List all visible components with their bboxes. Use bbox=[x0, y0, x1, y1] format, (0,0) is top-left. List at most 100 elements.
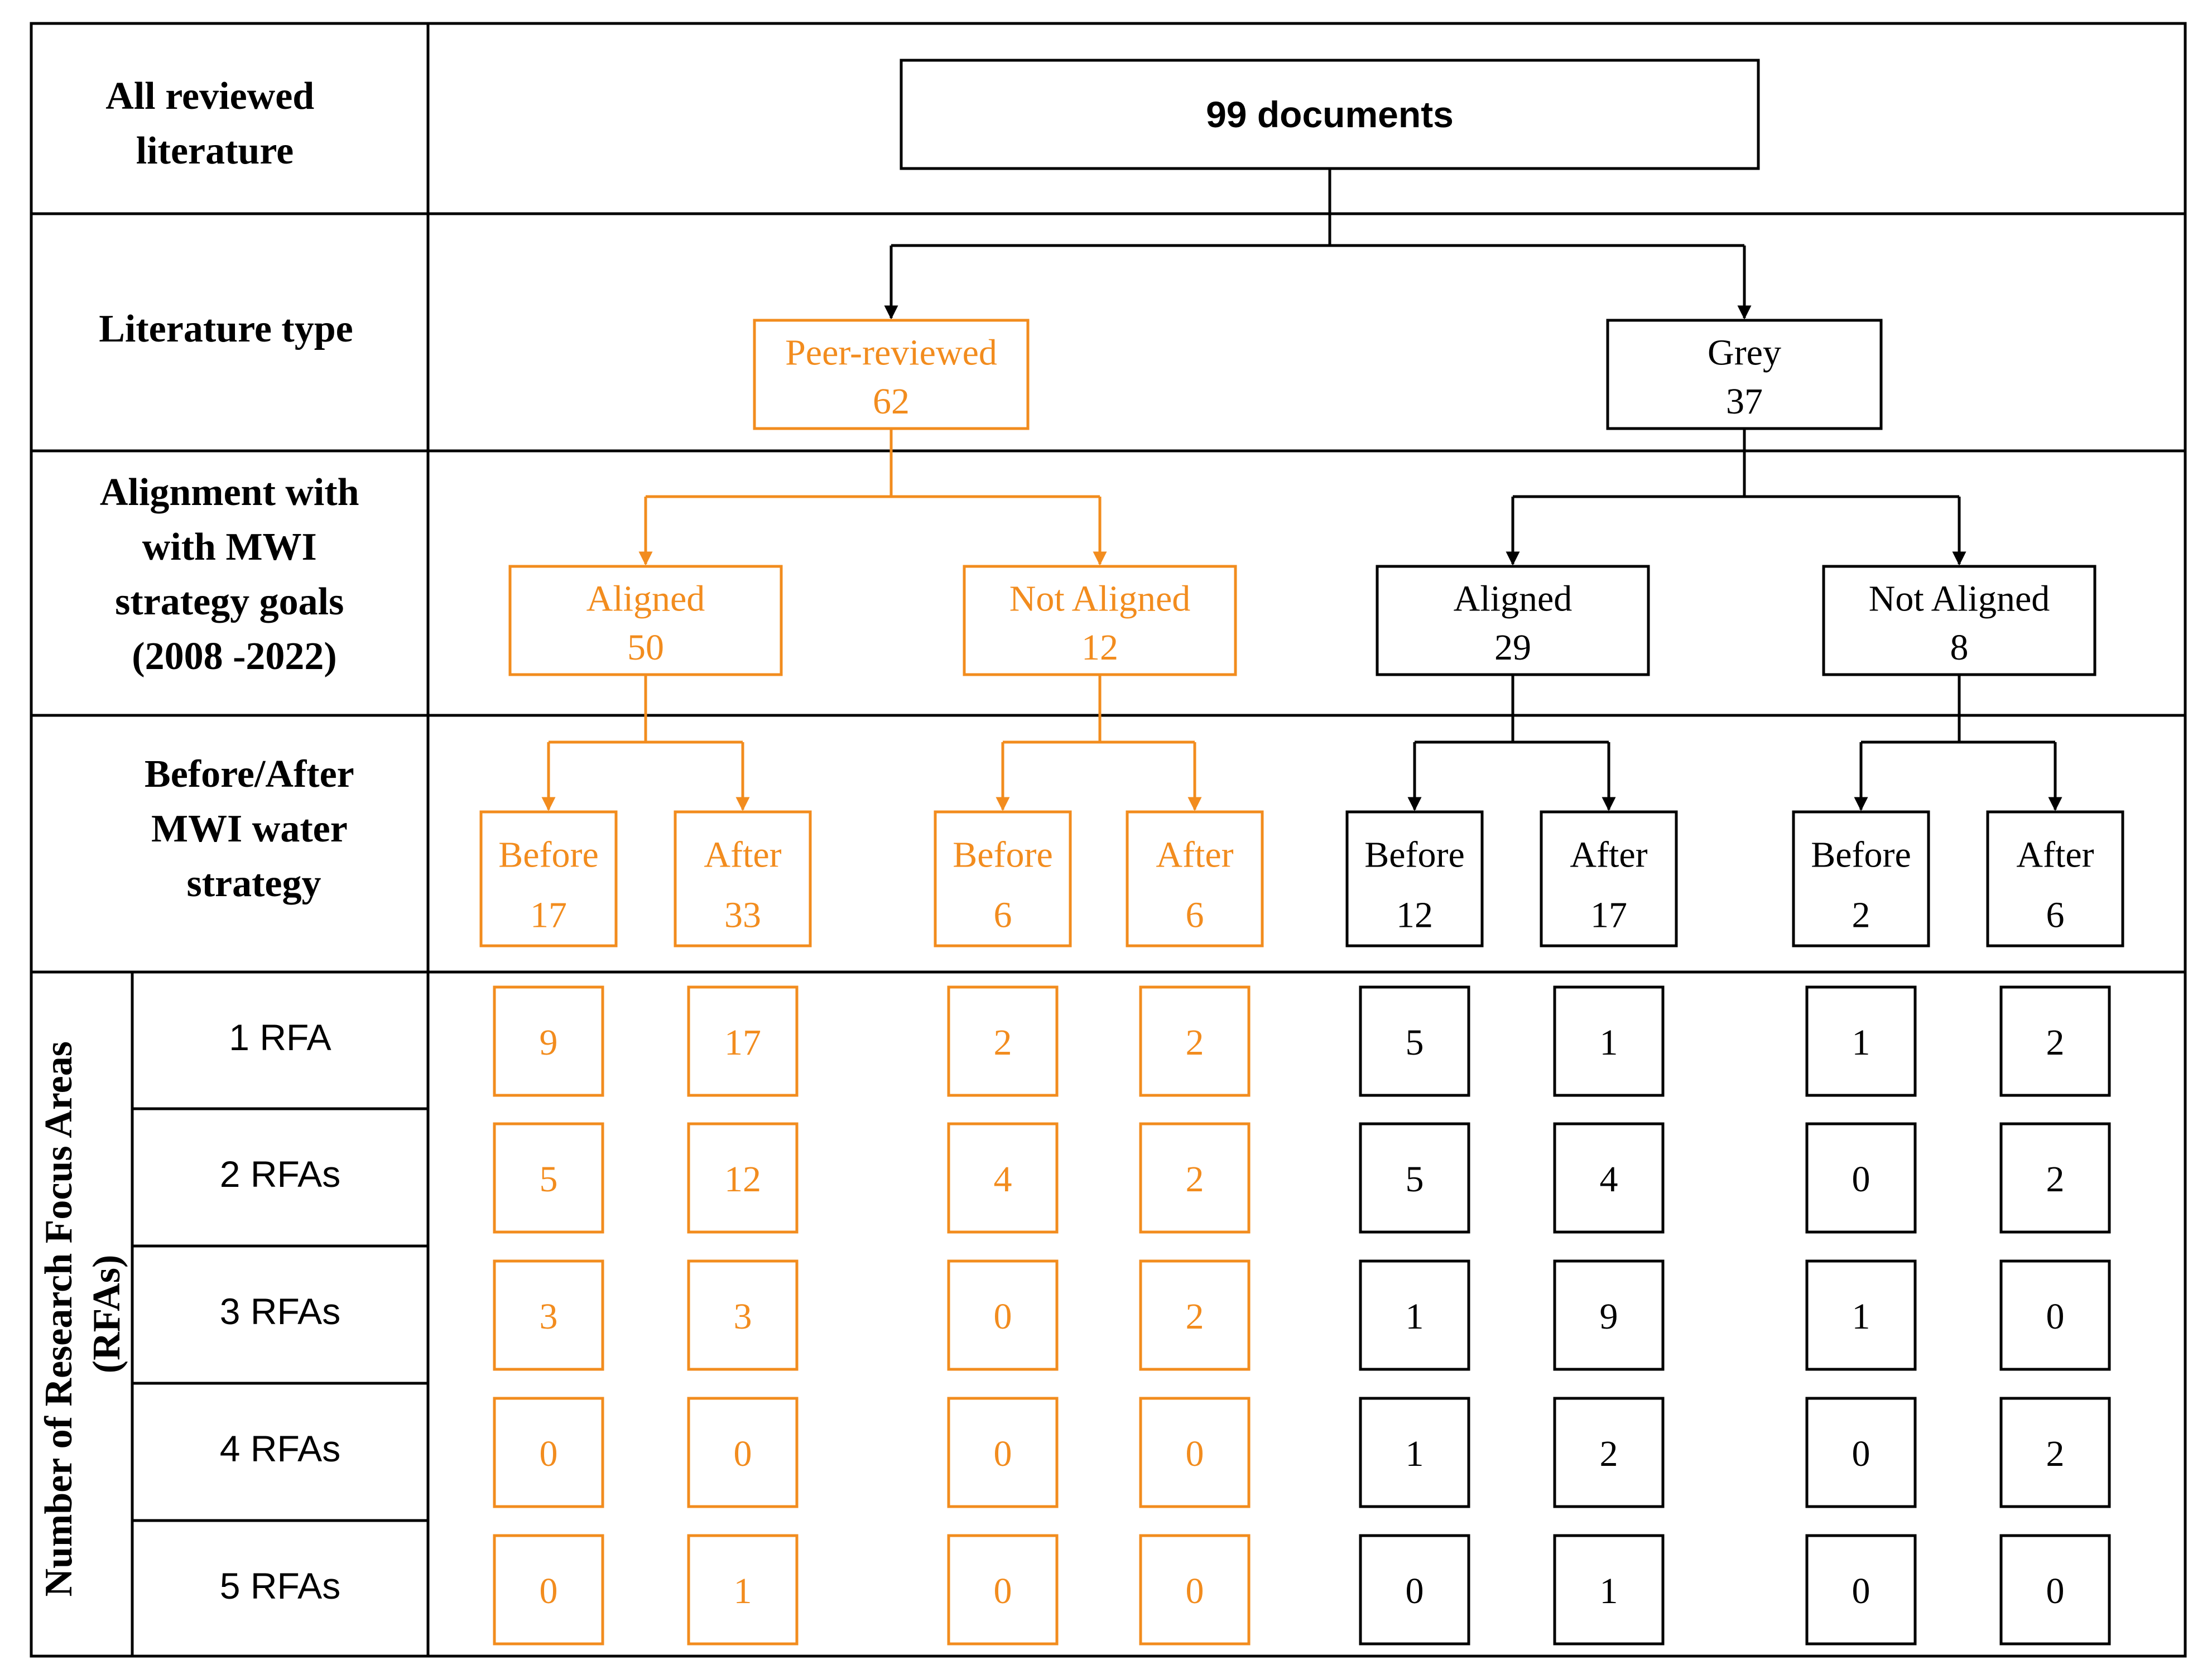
row-label-literature-type: Literature type bbox=[99, 307, 353, 350]
alignment-nodes: Aligned 50 Not Aligned 12 Aligned 29 Not Align… bbox=[508, 565, 2096, 676]
row-label-alignment-line: Alignment with bbox=[100, 471, 359, 514]
connector-line bbox=[891, 169, 1744, 247]
row-label-before-after-line: strategy bbox=[186, 862, 321, 905]
rfa-count-box bbox=[1359, 1534, 1470, 1646]
rfa-count-value: 2 bbox=[1600, 1433, 1618, 1474]
rfa-count-value: 0 bbox=[1852, 1433, 1870, 1474]
rfa-count-value: 0 bbox=[2046, 1296, 2065, 1337]
rfa-count-box bbox=[1139, 1534, 1251, 1646]
rfa-count-box bbox=[687, 985, 799, 1097]
node-alignment-2-count: 12 bbox=[1081, 627, 1118, 668]
node-period-2-count: 33 bbox=[724, 894, 761, 935]
rfa-count-box bbox=[1805, 1534, 1917, 1646]
node-period-3-box bbox=[934, 810, 1072, 947]
node-alignment-2: Not Aligned 12 bbox=[963, 565, 1237, 676]
rfa-count-box bbox=[1805, 1397, 1917, 1508]
rfa-count-cell: 1 bbox=[687, 1534, 799, 1646]
row-label-alignment-line: strategy goals bbox=[115, 580, 344, 623]
rfa-count-box bbox=[1359, 985, 1470, 1097]
rfa-count-value: 9 bbox=[1600, 1296, 1618, 1337]
root-node-label: 99 documents bbox=[1206, 94, 1454, 135]
node-grey-label: Grey bbox=[1708, 333, 1781, 373]
node-period-1-box bbox=[479, 810, 618, 947]
rfa-count-box bbox=[1359, 1397, 1470, 1508]
rfa-count-value: 0 bbox=[1406, 1571, 1424, 1611]
rfa-count-value: 1 bbox=[1852, 1022, 1870, 1063]
rfa-count-box bbox=[1999, 1122, 2111, 1234]
connector-line bbox=[1003, 675, 1195, 744]
node-period-6-count: 17 bbox=[1590, 894, 1627, 935]
rfa-count-cell: 9 bbox=[1553, 1259, 1665, 1371]
rfa-count-cell: 0 bbox=[1359, 1534, 1470, 1646]
rfa-count-cell: 0 bbox=[687, 1397, 799, 1508]
node-alignment-1-box bbox=[508, 565, 783, 676]
node-period-2-label: After bbox=[704, 834, 781, 875]
rfa-count-value: 3 bbox=[540, 1296, 558, 1337]
rfa-count-value: 2 bbox=[2046, 1159, 2065, 1200]
rfa-count-value: 0 bbox=[994, 1296, 1012, 1337]
row-label-before-after-line: MWI water bbox=[151, 807, 347, 850]
rfa-count-value: 2 bbox=[2046, 1022, 2065, 1063]
rfa-count-cell: 9 bbox=[493, 985, 604, 1097]
rfa-count-cell: 2 bbox=[1999, 1397, 2111, 1508]
node-alignment-4-label: Not Aligned bbox=[1869, 579, 2050, 619]
rfa-count-box bbox=[1553, 1397, 1665, 1508]
rfa-count-cell: 2 bbox=[1139, 1122, 1251, 1234]
rfa-count-value: 2 bbox=[994, 1022, 1012, 1063]
node-period-2: After 33 bbox=[674, 810, 812, 947]
rfa-count-box bbox=[1359, 1122, 1470, 1234]
rfa-count-cell: 2 bbox=[947, 985, 1059, 1097]
rfa-count-value: 3 bbox=[734, 1296, 752, 1337]
rfa-count-cell: 3 bbox=[687, 1259, 799, 1371]
rfa-count-value: 5 bbox=[540, 1159, 558, 1200]
rfa-count-value: 4 bbox=[994, 1159, 1012, 1200]
node-period-4-box bbox=[1126, 810, 1264, 947]
rfa-count-cell: 5 bbox=[1359, 985, 1470, 1097]
connector-line bbox=[549, 675, 743, 744]
node-alignment-3-count: 29 bbox=[1494, 627, 1531, 668]
rfa-row-label: 3 RFAs bbox=[220, 1291, 340, 1332]
rfa-count-box bbox=[1139, 1259, 1251, 1371]
rfa-count-value: 0 bbox=[1186, 1571, 1204, 1611]
rfa-count-box bbox=[687, 1534, 799, 1646]
table-grid bbox=[30, 22, 2187, 1658]
rfa-count-box bbox=[493, 1534, 604, 1646]
node-alignment-3-label: Aligned bbox=[1454, 579, 1573, 619]
rfa-count-value: 5 bbox=[1406, 1022, 1424, 1063]
rfa-count-box bbox=[1805, 1122, 1917, 1234]
rfa-count-cell: 2 bbox=[1139, 985, 1251, 1097]
row-label-all-reviewed: All reviewed literature bbox=[105, 75, 324, 172]
rfa-count-box bbox=[1999, 1259, 2111, 1371]
rfa-count-box bbox=[1553, 1259, 1665, 1371]
connector-line bbox=[1415, 675, 1609, 744]
rfa-count-cell: 0 bbox=[1805, 1534, 1917, 1646]
node-period-7-box bbox=[1792, 810, 1930, 947]
row-label-before-after: Before/After MWI water strategy bbox=[145, 753, 363, 905]
rfa-count-box bbox=[687, 1259, 799, 1371]
node-alignment-1-count: 50 bbox=[627, 627, 664, 668]
rfa-count-cell: 4 bbox=[947, 1122, 1059, 1234]
rfa-count-cell: 0 bbox=[1139, 1397, 1251, 1508]
rfa-count-box bbox=[1139, 985, 1251, 1097]
node-alignment-1-label: Aligned bbox=[586, 579, 705, 619]
rfa-count-cell: 12 bbox=[687, 1122, 799, 1234]
rfa-count-value: 1 bbox=[1600, 1022, 1618, 1063]
rfa-count-cell: 0 bbox=[1805, 1122, 1917, 1234]
rfa-count-value: 0 bbox=[994, 1433, 1012, 1474]
rfa-count-box bbox=[947, 1397, 1059, 1508]
row-label-before-after-line: Before/After bbox=[145, 753, 354, 796]
rfa-count-cell: 0 bbox=[493, 1534, 604, 1646]
rfa-count-box bbox=[1805, 1259, 1917, 1371]
rfa-count-cell: 0 bbox=[947, 1397, 1059, 1508]
rfa-count-box bbox=[1999, 985, 2111, 1097]
node-alignment-2-label: Not Aligned bbox=[1009, 579, 1191, 619]
node-alignment-2-box bbox=[963, 565, 1237, 676]
